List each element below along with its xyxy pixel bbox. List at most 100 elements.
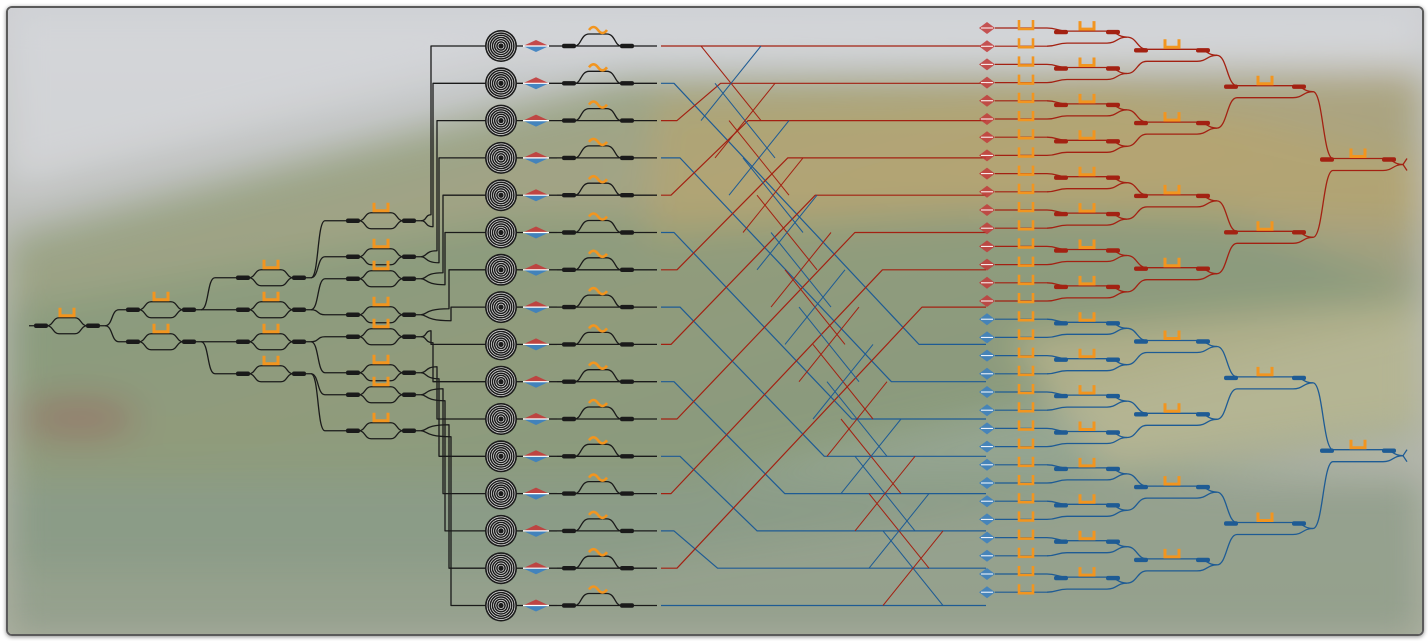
coupler-icon xyxy=(562,43,576,49)
phase-shifter-icon xyxy=(587,137,609,147)
coupler-icon xyxy=(1054,66,1068,71)
coupler-icon xyxy=(1196,48,1210,53)
waveguide xyxy=(200,277,231,311)
phase-shifter-icon xyxy=(1017,438,1035,449)
photonic-circuit-diagram xyxy=(29,20,1408,622)
coupler-icon xyxy=(346,312,360,317)
spiral-delay-icon xyxy=(485,403,517,435)
spiral-disk xyxy=(485,552,517,585)
waveguide xyxy=(1126,109,1148,123)
waveguide xyxy=(310,256,341,279)
phase-shifter-icon xyxy=(1078,93,1096,104)
waveguide xyxy=(1106,72,1128,81)
phase-shifter-icon xyxy=(1163,330,1181,340)
modulator-icon xyxy=(523,77,549,90)
coupler-icon xyxy=(620,230,634,235)
waveguide xyxy=(574,219,622,234)
coupler-icon xyxy=(346,370,360,375)
modulator-top xyxy=(523,151,549,158)
waveguide xyxy=(1292,527,1314,536)
waveguide xyxy=(574,294,622,308)
modulator-bottom xyxy=(523,419,549,425)
coupler-icon xyxy=(402,218,416,223)
phase-shifter-icon xyxy=(587,286,609,296)
coupler-icon xyxy=(1054,539,1068,544)
phase-shifter-icon xyxy=(1078,494,1096,504)
modulator-icon xyxy=(523,338,549,351)
coupler-icon xyxy=(562,342,576,347)
modulator-icon xyxy=(523,562,549,575)
detector-icon xyxy=(979,549,995,562)
crossing-waveguide xyxy=(661,194,986,345)
coupler-icon xyxy=(402,370,416,375)
phase-shifter-icon xyxy=(1017,147,1035,158)
modulator-top xyxy=(523,338,549,345)
circuit-root xyxy=(29,20,1408,622)
waveguide xyxy=(1106,400,1128,408)
coupler-icon xyxy=(236,339,250,344)
phase-shifter-icon xyxy=(1163,476,1181,486)
crossing-waveguide xyxy=(661,381,986,495)
phase-shifter-icon xyxy=(587,100,609,109)
waveguide xyxy=(1312,169,1334,238)
phase-shifter-icon xyxy=(1017,20,1035,31)
phase-shifter-icon xyxy=(1078,421,1096,431)
spiral-delay-icon xyxy=(485,253,517,286)
coupler-icon xyxy=(1054,29,1068,35)
spiral-disk xyxy=(485,514,517,547)
waveguide xyxy=(1216,54,1238,87)
coupler-icon xyxy=(562,81,576,86)
phase-shifter-icon xyxy=(1078,530,1096,541)
coupler-icon xyxy=(236,371,250,376)
coupler-icon xyxy=(402,276,416,281)
phase-shifter-icon xyxy=(1017,238,1035,249)
crossing-waveguide xyxy=(882,530,944,606)
modulator-bottom xyxy=(523,493,549,500)
phase-shifter-icon xyxy=(587,249,609,259)
waveguide xyxy=(310,220,341,279)
modulator-top xyxy=(523,226,549,233)
phase-shifter-icon xyxy=(1349,148,1367,158)
phase-shifter-icon xyxy=(1256,221,1274,231)
waveguide xyxy=(358,248,404,258)
modulator-bottom xyxy=(523,83,549,90)
phase-shifter-icon xyxy=(587,324,609,333)
waveguide xyxy=(46,317,88,327)
waveguide xyxy=(248,373,294,383)
detector-icon xyxy=(979,440,995,453)
waveguide xyxy=(358,256,404,266)
waveguide xyxy=(358,212,404,222)
waveguide xyxy=(574,592,622,607)
waveguide xyxy=(248,333,294,343)
phase-shifter-icon xyxy=(1078,275,1096,286)
waveguide xyxy=(420,388,489,495)
phase-shifter-icon xyxy=(372,296,390,307)
waveguide xyxy=(1196,418,1218,426)
waveguide xyxy=(1106,291,1128,299)
waveguide xyxy=(358,278,404,288)
coupler-icon xyxy=(1382,157,1396,162)
phase-shifter-icon xyxy=(1017,529,1035,540)
coupler-icon xyxy=(346,218,360,223)
waveguide xyxy=(310,336,341,343)
phase-shifter-icon xyxy=(372,376,390,387)
crossing-waveguide xyxy=(756,194,818,271)
coupler-icon xyxy=(620,193,634,198)
coupler-icon xyxy=(1224,230,1238,235)
coupler-icon xyxy=(1320,157,1334,162)
coupler-icon xyxy=(620,81,634,86)
crossing-waveguide xyxy=(854,455,916,532)
modulator-icon xyxy=(523,301,549,314)
waveguide xyxy=(310,373,341,432)
phase-shifter-icon xyxy=(1017,165,1035,176)
modulator-top xyxy=(523,487,549,494)
crossing-waveguide xyxy=(661,306,986,569)
spiral-turns xyxy=(486,69,516,98)
modulator-top xyxy=(523,413,549,419)
phase-shifter-icon xyxy=(1017,111,1035,122)
waveguide xyxy=(1216,345,1238,378)
phase-shifter-icon xyxy=(1017,92,1035,104)
phase-shifter-icon xyxy=(152,323,170,334)
waveguide xyxy=(1046,333,1068,339)
coupler-icon xyxy=(1054,357,1068,362)
